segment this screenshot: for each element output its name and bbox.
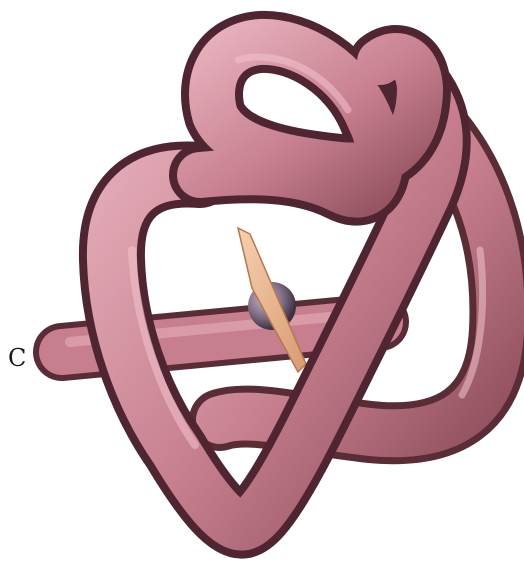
figure-label: C [8,346,26,370]
top-loop [200,42,420,195]
